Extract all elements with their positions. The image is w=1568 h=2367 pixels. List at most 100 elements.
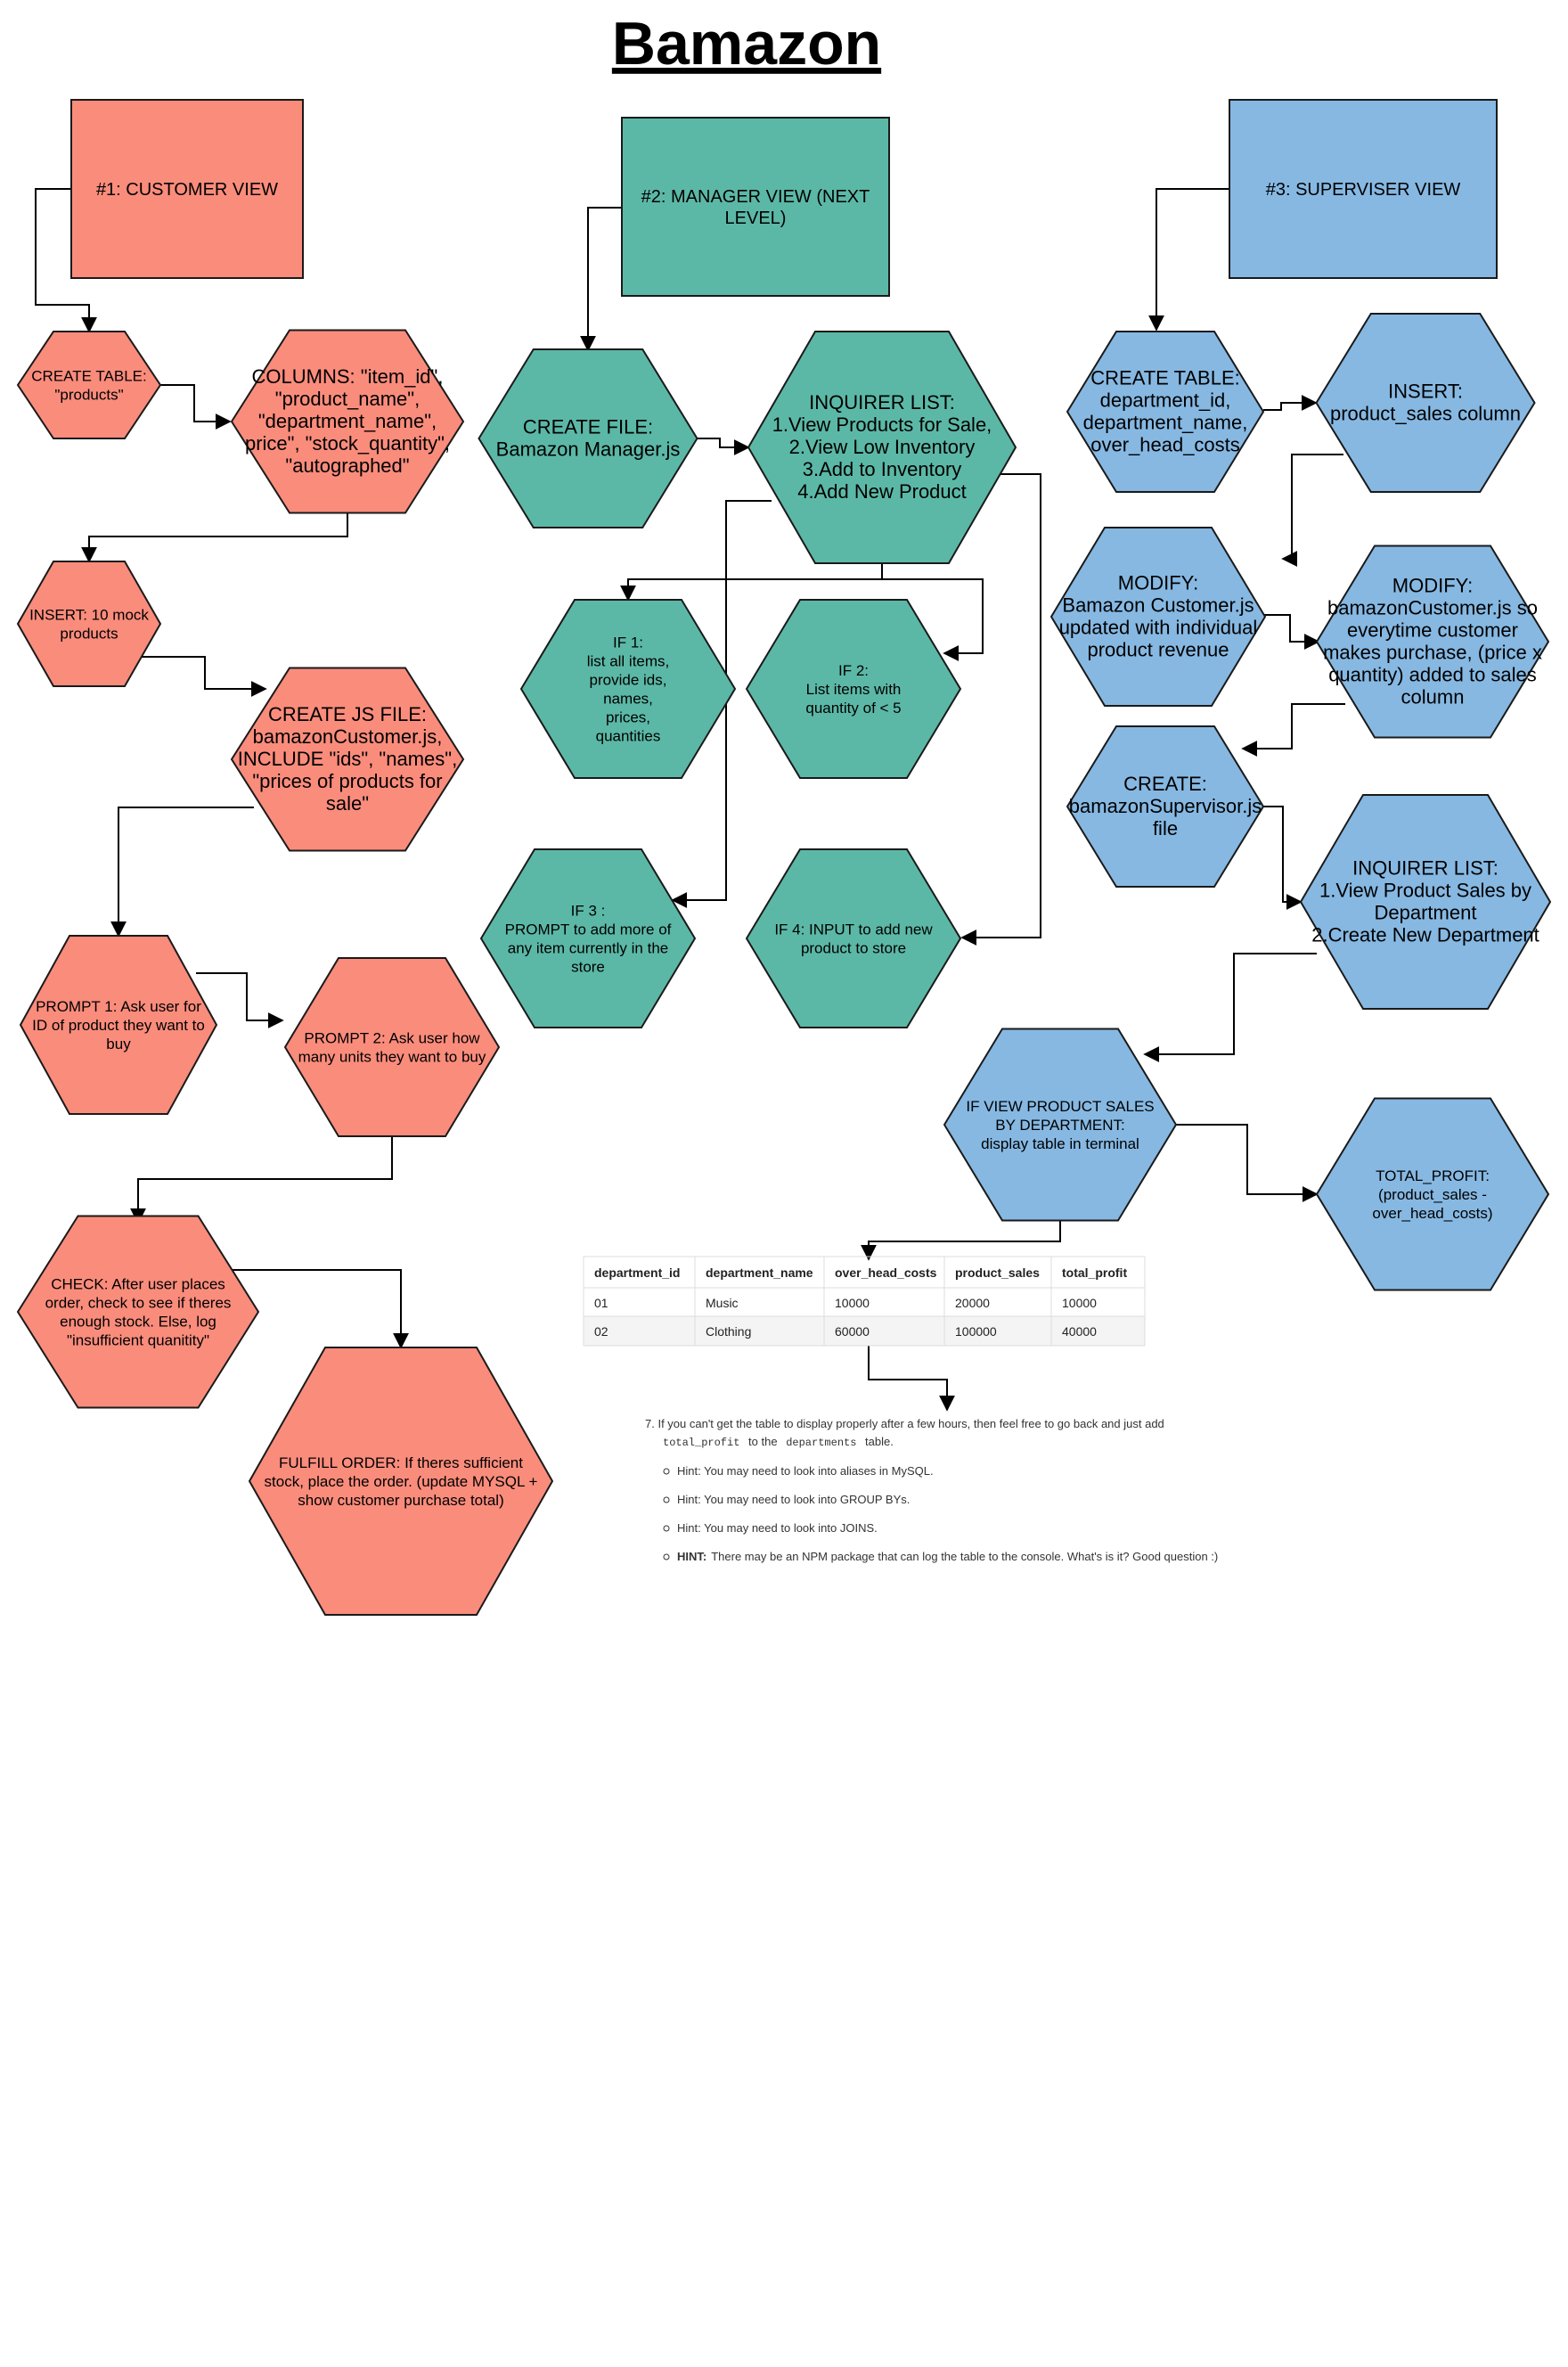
- manager-if-1-node-label-line: list all items,: [587, 653, 670, 670]
- modify-customer-revenue-node-shape: [1049, 527, 1267, 707]
- create-departments-table-node-label-line: over_head_costs: [1090, 434, 1240, 456]
- create-js-file-node-label: CREATE JS FILE:bamazonCustomer.js,INCLUD…: [238, 703, 457, 815]
- insert-product-sales-node-shape: [1315, 313, 1536, 493]
- check-stock-node-label-line: order, check to see if theres: [45, 1295, 232, 1312]
- total-profit-node-label-line: over_head_costs): [1372, 1205, 1492, 1222]
- supervisor-view-box-shape: [1229, 99, 1498, 279]
- manager-if-3-node-label-line: IF 3 :: [571, 903, 606, 920]
- if-view-product-sales-node-label-line: display table in terminal: [981, 1135, 1139, 1152]
- edge-create-table-to-columns: [151, 384, 232, 430]
- supervisor-inquirer-list-node-label-line: INQUIRER LIST:: [1352, 857, 1499, 880]
- create-supervisor-file-node-label-line: bamazonSupervisor.js: [1069, 795, 1262, 817]
- instructions-notes: 7. If you can't get the table to display…: [645, 1417, 1218, 1563]
- supervisor-inquirer-list-node-label-line: Department: [1375, 902, 1477, 924]
- hint-bold-label: HINT:: [677, 1550, 706, 1563]
- edge-columns-to-insert: [81, 513, 348, 563]
- fulfill-order-node-label-line: FULFILL ORDER: If theres sufficient: [279, 1454, 523, 1471]
- prompt-2-node-shape: [283, 957, 501, 1137]
- hint-item: Hint: You may need to look into GROUP BY…: [677, 1493, 910, 1506]
- create-departments-table-node: CREATE TABLE:department_id,department_na…: [1066, 331, 1265, 493]
- create-js-file-node-shape: [230, 667, 465, 852]
- table-cell: 10000: [835, 1296, 870, 1310]
- supervisor-inquirer-list-node-label-line: 1.View Product Sales by: [1319, 880, 1531, 902]
- insert-mock-products-node-label-line: products: [60, 626, 118, 643]
- manager-inquirer-list-node-label: INQUIRER LIST:1.View Products for Sale,2…: [772, 391, 992, 503]
- create-table-products-node-label-line: "products": [54, 387, 123, 404]
- manager-if-1-node-label-line: prices,: [606, 709, 650, 726]
- if-view-product-sales-node-label-line: IF VIEW PRODUCT SALES: [966, 1098, 1154, 1115]
- supervisor-view-box-label: #3: SUPERVISER VIEW: [1266, 180, 1461, 200]
- modify-customer-sales-node-label-line: column: [1401, 686, 1465, 708]
- hint-list: Hint: You may need to look into aliases …: [663, 1464, 1218, 1563]
- edge-create-table-to-insert: [1263, 395, 1318, 411]
- prompt-1-node-shape: [19, 935, 218, 1115]
- insert-product-sales-node-label-line: product_sales column: [1330, 403, 1521, 425]
- modify-customer-sales-node-label-line: quantity) added to sales: [1328, 664, 1537, 686]
- edge-create-js-to-prompt1: [110, 807, 254, 938]
- modify-customer-sales-node-label-line: makes purchase, (price x: [1323, 642, 1542, 664]
- edge-inquirer-to-if2: [882, 578, 984, 661]
- table-header-cell: over_head_costs: [835, 1265, 937, 1280]
- table-cell: Clothing: [706, 1324, 751, 1339]
- supervisor-view-box: #3: SUPERVISER VIEW: [1229, 99, 1498, 279]
- create-js-file-node-label-line: sale": [326, 792, 369, 815]
- fulfill-order-node-shape: [248, 1347, 554, 1616]
- modify-customer-revenue-node-label-line: MODIFY:: [1118, 572, 1198, 594]
- edge-create-to-inquirer: [1263, 806, 1303, 910]
- edge-prompt1-to-prompt2: [196, 972, 284, 1028]
- supervisor-inquirer-list-node-label-line: 2.Create New Department: [1311, 924, 1539, 946]
- customer-view-box: #1: CUSTOMER VIEW: [70, 99, 304, 279]
- modify-customer-sales-node-label-line: everytime customer: [1347, 619, 1518, 642]
- manager-if-2-node-label-line: IF 2:: [838, 662, 869, 679]
- columns-node: COLUMNS: "item_id","product_name","depar…: [230, 329, 465, 514]
- manager-if-2-node-shape: [745, 599, 962, 779]
- create-table-products-node: CREATE TABLE:"products": [16, 331, 162, 439]
- modify-customer-sales-node-shape: [1315, 545, 1550, 739]
- check-stock-node-shape: [16, 1215, 260, 1409]
- create-js-file-node: CREATE JS FILE:bamazonCustomer.js,INCLUD…: [230, 667, 465, 852]
- table-header-cell: total_profit: [1062, 1265, 1127, 1280]
- columns-node-label-line: price", "stock_quantity",: [245, 432, 450, 455]
- prompt-2-node-label-line: many units they want to buy: [298, 1049, 486, 1066]
- table-cell: 01: [594, 1296, 608, 1310]
- manager-inquirer-list-node-label-line: 3.Add to Inventory: [803, 458, 962, 480]
- create-manager-file-node-label: CREATE FILE:Bamazon Manager.js: [496, 416, 681, 461]
- edge-inquirer-to-if-view: [1143, 953, 1317, 1062]
- columns-node-label-line: "autographed": [285, 455, 409, 477]
- total-profit-node: TOTAL_PROFIT:(product_sales -over_head_c…: [1315, 1097, 1550, 1291]
- create-js-file-node-label-line: INCLUDE "ids", "names",: [238, 748, 457, 770]
- manager-if-4-node-label-line: IF 4: INPUT to add new: [774, 921, 933, 938]
- table-header-cell: product_sales: [955, 1265, 1040, 1280]
- manager-inquirer-list-node-label-line: 2.View Low Inventory: [789, 436, 976, 458]
- modify-customer-revenue-node-label-line: updated with individual: [1059, 617, 1258, 639]
- hint-text: There may be an NPM package that can log…: [711, 1550, 1218, 1563]
- edge-inquirer-to-if1: [620, 563, 883, 602]
- note-item-7-line2: total_profit to the departments table.: [663, 1435, 894, 1449]
- if-view-product-sales-node: IF VIEW PRODUCT SALES BY DEPARTMENT:displ…: [943, 1028, 1178, 1222]
- manager-inquirer-list-node-shape: [747, 331, 1017, 564]
- supervisor-inquirer-list-node-shape: [1299, 794, 1552, 1010]
- manager-if-4-node-shape: [745, 848, 962, 1028]
- hint-bullet-icon: [663, 1553, 670, 1560]
- edge-if-view-to-total-profit: [1176, 1124, 1319, 1202]
- create-departments-table-node-shape: [1066, 331, 1265, 493]
- edge-insert-to-modify1: [1281, 454, 1343, 567]
- if-view-product-sales-node-label-line: BY DEPARTMENT:: [995, 1117, 1124, 1134]
- edge-customer-view-to-create-table: [35, 188, 97, 333]
- edge-table-to-notes: [868, 1346, 955, 1412]
- supervisor-view-box-label-line: #3: SUPERVISER VIEW: [1266, 180, 1461, 200]
